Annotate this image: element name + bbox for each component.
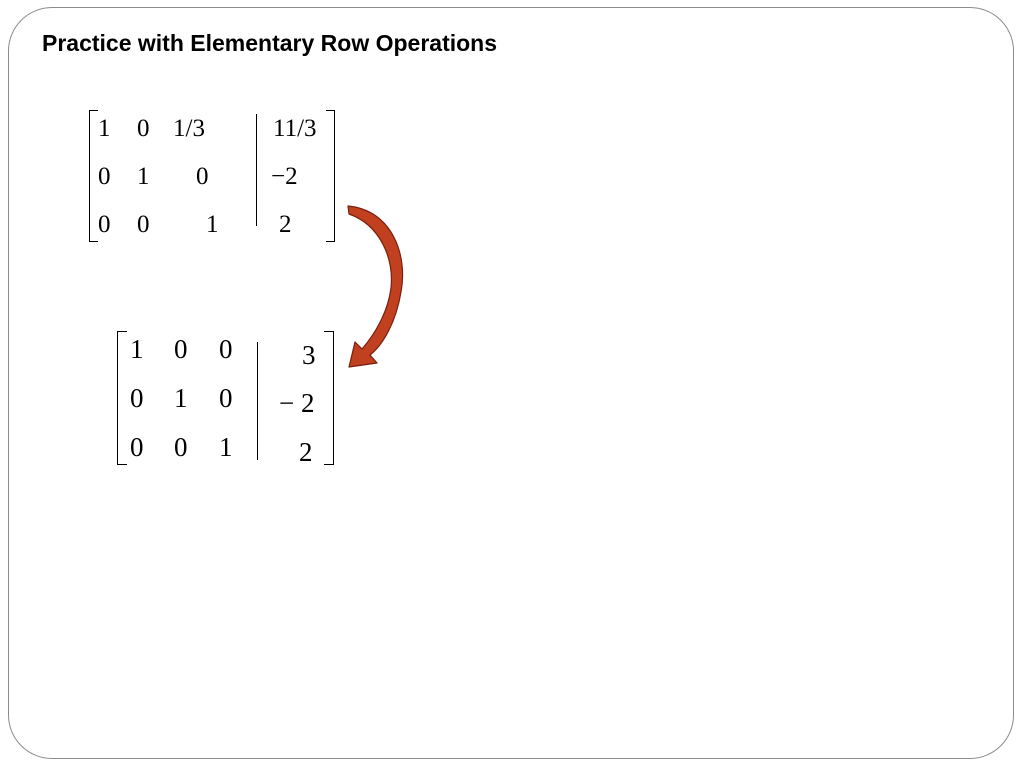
matrix-cell: 0	[98, 211, 111, 238]
matrix-cell: 2	[299, 437, 313, 467]
slide-title: Practice with Elementary Row Operations	[42, 30, 498, 56]
matrix-cell: − 2	[279, 388, 315, 418]
matrix-cell: 1	[137, 163, 150, 190]
matrix-cell: 0	[219, 383, 233, 413]
matrix-cell: 0	[137, 211, 150, 238]
matrix-cell: 1	[219, 432, 233, 462]
matrix-cell: 0	[196, 163, 209, 190]
curved-arrow-shape	[347, 205, 404, 368]
matrix-cell: 2	[279, 211, 292, 238]
matrix-cell: 0	[219, 334, 233, 364]
matrix-cell: 1	[174, 383, 188, 413]
left-bracket	[89, 110, 98, 242]
matrix-cell: 0	[174, 334, 188, 364]
matrix-cell: 1/3	[173, 115, 205, 142]
right-bracket	[326, 110, 335, 242]
matrix-cell: 0	[98, 163, 111, 190]
matrix-cell: 0	[137, 115, 150, 142]
matrix-cell: 1	[98, 115, 111, 142]
matrix-cell: 0	[130, 432, 144, 462]
matrix-cell: 1	[130, 334, 144, 364]
augment-divider	[257, 342, 258, 460]
left-bracket	[117, 331, 127, 465]
matrix-cell: 1	[206, 211, 219, 238]
right-bracket	[324, 331, 334, 465]
matrix-cell: 0	[174, 432, 188, 462]
matrix-cell: −2	[271, 163, 298, 190]
slide-frame	[8, 7, 1014, 759]
augment-divider	[256, 114, 257, 226]
matrix-cell: 3	[302, 340, 316, 370]
matrix-cell: 0	[130, 383, 144, 413]
matrix-cell: 11/3	[273, 115, 317, 142]
